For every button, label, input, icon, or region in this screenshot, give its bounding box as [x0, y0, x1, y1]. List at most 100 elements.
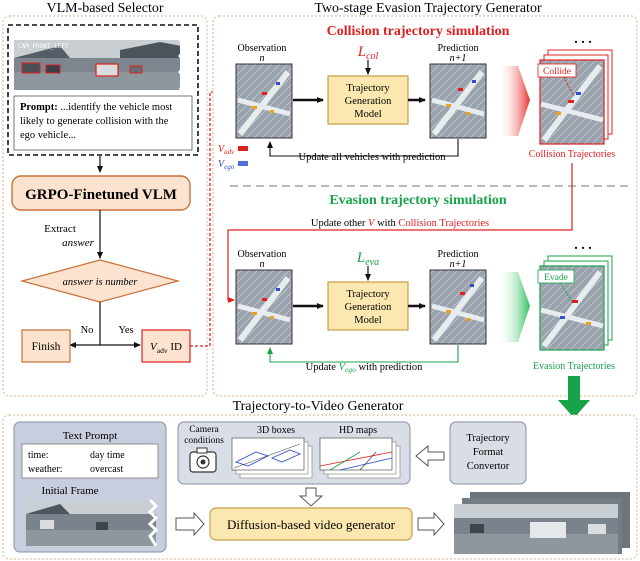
dots-2: . . .: [574, 238, 592, 253]
weather-time-box: [21, 443, 159, 479]
collide-label: Collide: [543, 67, 571, 77]
legend-ego-swatch: [238, 161, 248, 166]
svg-text:Update other V with Collision: Update other V with Collision Trajectori…: [311, 218, 489, 229]
svg-text:Vadv ID: Vadv ID: [150, 341, 182, 355]
no-label: No: [81, 325, 94, 336]
evade-label: Evade: [544, 273, 568, 283]
weather-key: weather:: [28, 464, 62, 475]
prediction-map-1: [429, 63, 487, 139]
arrow-conditions-to-diffusion: [298, 487, 324, 507]
arrow-convertor-to-conditions: [415, 444, 445, 468]
grpo-vlm-box: [11, 175, 191, 211]
update-other-v: V: [368, 218, 376, 229]
trajectory-model-box-1: [327, 75, 409, 125]
gradient-arrow-collision: [498, 66, 530, 136]
prompt-line-2: likely to generate collision with the: [20, 116, 169, 127]
yes-label: Yes: [118, 325, 133, 336]
model-line-1c: Model: [354, 109, 381, 120]
extract-answer-label: answer: [62, 237, 95, 249]
camera-label: CAM_FRONT_LEFT: [18, 43, 69, 50]
feedback-arrow-2: [267, 345, 459, 363]
observation-map-1: [235, 63, 293, 139]
update-ego-b: with prediction: [356, 362, 423, 373]
update-other-b: with: [374, 218, 398, 229]
gradient-arrow-evasion: [498, 272, 530, 342]
model-line-2a: Trajectory: [346, 289, 390, 300]
loss-eva: L: [356, 250, 365, 266]
loss-col: L: [357, 44, 366, 60]
update-other-a: Update other: [311, 218, 368, 229]
diffusion-label: Diffusion-based video generator: [227, 517, 396, 532]
update-ego-a: Update: [306, 362, 339, 373]
collision-traj-label: Collision Trajectories: [529, 149, 616, 160]
legend-adv-swatch: [238, 146, 248, 151]
initial-frame-image: [26, 498, 159, 547]
grpo-vlm-label: GRPO-Finetuned VLM: [25, 187, 177, 203]
weather-value: overcast: [90, 464, 124, 475]
update-all-label: Update all vehicles with prediction: [299, 152, 447, 163]
boxes-3d-image: [231, 437, 313, 479]
boxes-3d-label: 3D boxes: [257, 425, 295, 436]
prompt-line-3: ego vehicle...: [20, 130, 76, 141]
trajectory-to-video-panel: Trajectory-to-Video Generator Text Promp…: [2, 399, 638, 560]
update-ego-v: V: [339, 362, 347, 373]
pred-n1-2: n+1: [450, 259, 467, 270]
extract-label: Extract: [44, 223, 76, 235]
legend-ego-sub: ego: [224, 163, 235, 171]
time-key: time:: [28, 450, 49, 461]
decision-text: answer is number: [63, 277, 139, 288]
vadv-sub: adv: [157, 346, 168, 355]
finish-box: [21, 329, 71, 363]
vlm-selector-title: VLM-based Selector: [46, 1, 163, 16]
svg-text:answer is number: answer is number: [63, 277, 139, 288]
svg-text:Vadv: Vadv: [218, 144, 235, 156]
initial-frame-label: Initial Frame: [41, 485, 98, 497]
generator-title: Two-stage Evasion Trajectory Generator: [314, 1, 542, 16]
prompt-line-1: ...identify the vehicle most: [58, 102, 173, 113]
evasion-title: Evasion trajectory simulation: [329, 193, 507, 208]
update-ego-sub: ego: [345, 365, 356, 374]
prompt-text-box: [13, 95, 193, 151]
text-prompt-label: Text Prompt: [63, 430, 118, 442]
collision-title: Collision trajectory simulation: [327, 24, 510, 39]
prediction-label-2: Prediction: [437, 249, 478, 260]
generated-video-frames: [454, 492, 630, 554]
model-line-2c: Model: [354, 315, 381, 326]
update-other-c: Collision Trajectories: [398, 218, 489, 229]
camera-label-1: Camera: [189, 425, 219, 435]
convertor-line-3: Convertor: [467, 461, 510, 472]
loss-eva-sub: eva: [365, 257, 379, 268]
legend-ego: V: [218, 159, 226, 170]
legend-adv-sub: adv: [224, 148, 235, 156]
camera-icon: [189, 447, 217, 473]
evasion-traj-label: Evasion Trajectories: [533, 361, 615, 372]
convertor-line-1: Trajectory: [466, 433, 510, 444]
evasion-trajectories-stack: Evade: [537, 255, 613, 351]
model-line-1a: Trajectory: [346, 83, 390, 94]
observation-map-2: [235, 269, 293, 345]
front-left-camera-image: CAM_FRONT_LEFT: [14, 36, 192, 91]
video-generator-title: Trajectory-to-Video Generator: [233, 399, 404, 414]
convertor-line-2: Format: [473, 447, 503, 458]
finish-label: Finish: [32, 341, 61, 353]
arrow-to-convertor: [558, 376, 590, 418]
svg-text:Update Vego with prediction: Update Vego with prediction: [306, 362, 423, 374]
svg-text:Prompt: ...identify the vehicl: Prompt: ...identify the vehicle most: [20, 102, 172, 113]
vlm-selector-panel: VLM-based Selector CAM_FRONT_LEFT Prompt…: [2, 1, 208, 397]
dots-1: . . .: [574, 32, 592, 47]
model-line-2b: Generation: [345, 302, 392, 313]
arrow-prompt-to-diffusion: [175, 511, 205, 537]
observation-label-2: Observation: [238, 249, 287, 260]
camera-label-2: conditions: [184, 436, 224, 446]
model-line-1b: Generation: [345, 96, 392, 107]
collision-trajectories-stack: Collide: [537, 49, 613, 145]
arrow-diffusion-to-video: [417, 511, 445, 537]
feedback-arrow-1: [267, 139, 459, 157]
pred-n1-1: n+1: [450, 53, 467, 64]
convertor-box: [449, 421, 527, 485]
svg-text:Lcol: Lcol: [357, 44, 379, 62]
prediction-map-2: [429, 269, 487, 345]
obs-n-1: n: [260, 53, 265, 64]
arrow-collision-to-evasion: [227, 163, 573, 303]
